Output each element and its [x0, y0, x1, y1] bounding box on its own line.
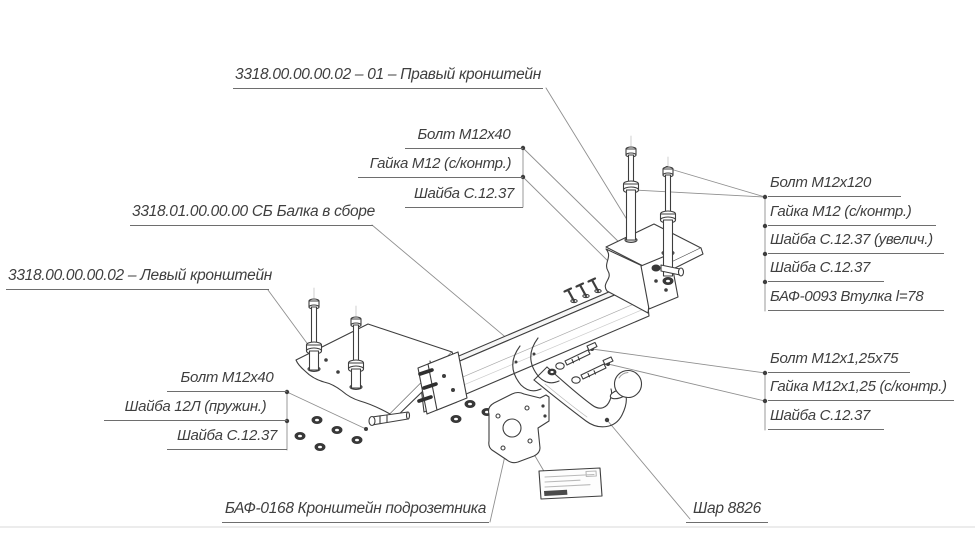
callout-nut-m12-top: Гайка М12 (с/контр.) — [358, 155, 523, 178]
right-horizontal-bolt — [651, 264, 685, 277]
ball-mount-bolts — [547, 341, 614, 384]
callout-nut-m12-right: Гайка М12 (с/контр.) — [768, 203, 936, 226]
label-socket-bracket: БАФ-0168 Кронштейн подрозетника — [222, 500, 489, 523]
callout-spring-washer-left: Шайба 12Л (пружин.) — [104, 398, 287, 421]
callout-washer-c1237-lower: Шайба С.12.37 — [768, 407, 884, 430]
callout-washer-c1237-right: Шайба С.12.37 — [768, 259, 884, 282]
callout-washer-c1237-top: Шайба С.12.37 — [405, 185, 523, 208]
callout-washer-c1237-enlarged: Шайба С.12.37 (увелич.) — [768, 231, 944, 254]
left-bracket-bolts — [305, 287, 365, 389]
beam-plate-studs — [417, 368, 438, 403]
callout-bushing-baf0093: БАФ-0093 Втулка l=78 — [768, 288, 944, 311]
callout-washer-c1237-left: Шайба С.12.37 — [167, 427, 287, 450]
left-horizontal-bolt — [368, 411, 411, 427]
label-right-bracket: 3318.00.00.00.02 – 01 – Правый кронштейн — [233, 66, 543, 89]
callout-bolt-m12x40-left: Болт М12х40 — [167, 369, 287, 392]
callout-bolt-m12x40-top: Болт М12х40 — [405, 126, 523, 149]
label-left-bracket: 3318.00.00.00.02 – Левый кронштейн — [6, 267, 272, 290]
beam-top-studs — [563, 277, 602, 304]
tow-ball — [512, 337, 643, 428]
nameplate-sticker — [538, 467, 603, 500]
callout-bolt-m12x120: Болт М12х120 — [768, 174, 901, 197]
right-bracket-bolts — [622, 135, 677, 285]
socket-bracket — [488, 391, 550, 464]
leader-lines — [267, 87, 766, 523]
callout-bolt-m12x125x75: Болт М12х1,25х75 — [768, 350, 910, 373]
label-ball: Шар 8826 — [686, 500, 768, 523]
label-beam-assembly: 3318.01.00.00.00 СБ Балка в сборе — [130, 203, 375, 226]
callout-nut-m12x125: Гайка М12х1,25 (с/контр.) — [768, 378, 954, 401]
